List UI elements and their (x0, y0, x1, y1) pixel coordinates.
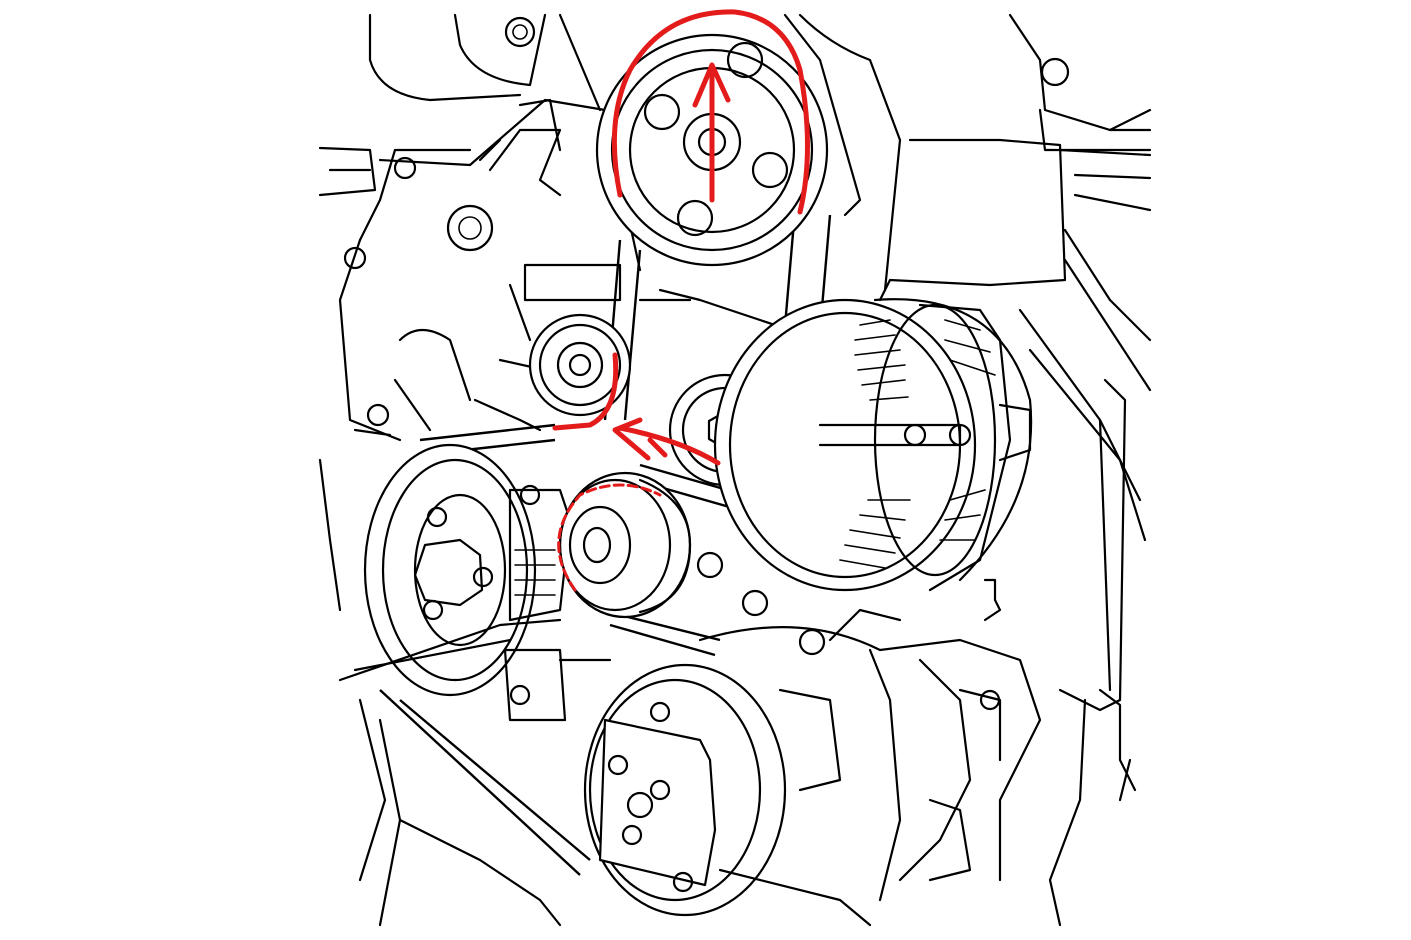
idler-pulley-upper (528, 313, 632, 417)
left-arrow-tensioner (612, 417, 721, 466)
red-annotations (552, 9, 810, 592)
lower-frame-lines (318, 458, 562, 927)
highlight-idler-pulley (557, 483, 662, 592)
engine-block-outline (318, 13, 642, 442)
engine-right-structure (783, 13, 1152, 927)
alternator (713, 298, 1033, 592)
up-arrow-top-pulley (692, 62, 731, 203)
loop-around-top-pulley (611, 9, 810, 215)
idler-pulley-lower (558, 471, 692, 619)
alternator-fins (839, 319, 996, 569)
ac-compressor (583, 608, 1042, 927)
crankshaft-pulley (338, 443, 562, 697)
idler-loop-mark (552, 352, 619, 431)
